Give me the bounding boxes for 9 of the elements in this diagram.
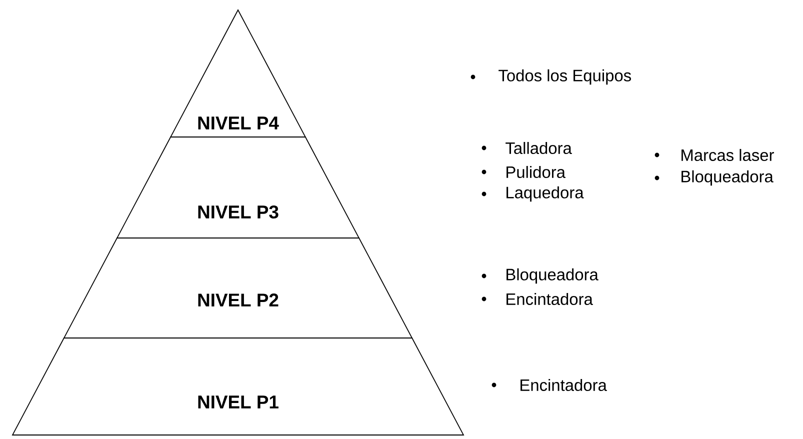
bullet-item: Bloqueadora — [482, 268, 598, 284]
bullet-item: Encintadora — [492, 378, 607, 392]
bullet-item: Todos los Equipos — [470, 69, 631, 85]
bullet-item: Pulidora — [482, 166, 566, 178]
bullet-item: Bloqueadora — [654, 170, 774, 186]
bullet-item: Laquedora — [482, 186, 584, 202]
bullet-item: Encintadora — [482, 292, 593, 306]
bullet-item: Marcas laser — [654, 148, 774, 162]
bullet-item: Talladora — [482, 142, 572, 154]
